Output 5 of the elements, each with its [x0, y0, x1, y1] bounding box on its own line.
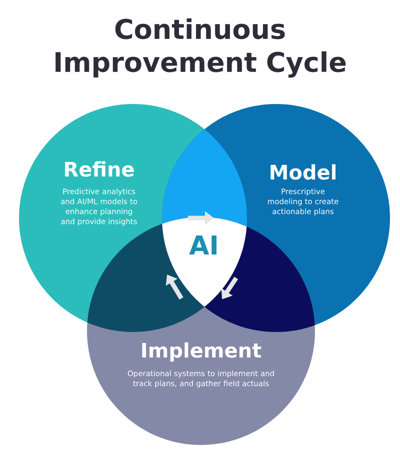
center-label: AI	[189, 236, 216, 254]
heading: Model	[270, 164, 336, 180]
heading: Refine	[65, 161, 134, 177]
heading: Implement	[142, 342, 262, 362]
title: Continuous Improvement Cycle	[56, 18, 346, 78]
